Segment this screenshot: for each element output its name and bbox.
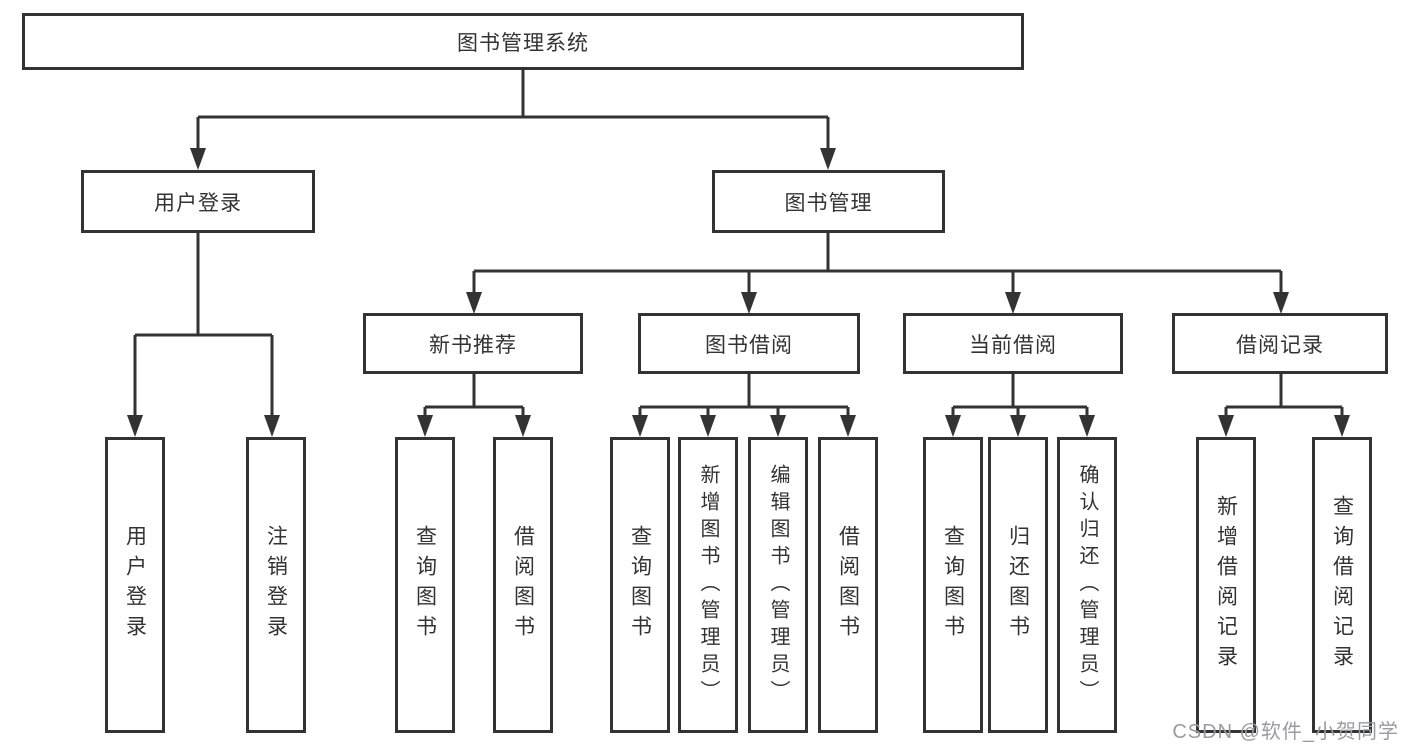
node-book-management: 图书管理 (712, 170, 945, 233)
connector-root-to-level2 (190, 70, 836, 170)
connector-records-to-children (1218, 374, 1350, 437)
node-leaf-borrow-query-book: 查询图书 (610, 437, 670, 733)
connector-bookmgmt-to-level3 (466, 233, 1289, 314)
node-current-borrowing: 当前借阅 (903, 313, 1123, 374)
node-leaf-borrow-query-book-label: 查询图书 (628, 525, 652, 645)
node-user-login-group: 用户登录 (81, 170, 315, 233)
connector-newbook-to-children (417, 374, 531, 437)
node-book-management-label: 图书管理 (784, 191, 873, 215)
node-leaf-current-query-book: 查询图书 (923, 437, 983, 733)
node-new-book-recommend-label: 新书推荐 (429, 333, 517, 357)
node-leaf-edit-book-admin: 编辑图书（管理员） (748, 437, 808, 733)
csdn-watermark: CSDN @软件_小贺同学 (1172, 721, 1399, 743)
node-root-label: 图书管理系统 (457, 31, 589, 55)
node-leaf-newbook-borrow-book-label: 借阅图书 (511, 525, 535, 645)
node-borrow-records: 借阅记录 (1172, 313, 1388, 374)
node-user-login-group-label: 用户登录 (154, 191, 242, 215)
node-book-borrowing-label: 图书借阅 (705, 333, 793, 357)
node-root: 图书管理系统 (22, 13, 1024, 70)
node-leaf-edit-book-admin-label: 编辑图书（管理员） (767, 463, 789, 707)
node-leaf-logout-label: 注销登录 (264, 525, 288, 645)
node-leaf-newbook-borrow-book: 借阅图书 (493, 437, 553, 733)
node-leaf-user-login-label: 用户登录 (123, 525, 147, 645)
node-new-book-recommend: 新书推荐 (363, 313, 583, 374)
node-leaf-add-borrow-record-label: 新增借阅记录 (1214, 495, 1238, 675)
node-book-borrowing: 图书借阅 (638, 313, 860, 374)
node-leaf-add-borrow-record: 新增借阅记录 (1196, 437, 1256, 733)
node-current-borrowing-label: 当前借阅 (969, 333, 1057, 357)
connector-curborrow-to-children (945, 374, 1095, 437)
node-leaf-borrow-borrow-book: 借阅图书 (818, 437, 878, 733)
node-borrow-records-label: 借阅记录 (1236, 333, 1324, 357)
node-leaf-query-borrow-record: 查询借阅记录 (1312, 437, 1372, 733)
node-leaf-confirm-return-admin-label: 确认归还（管理员） (1076, 463, 1098, 707)
node-leaf-logout: 注销登录 (246, 437, 306, 733)
node-leaf-confirm-return-admin: 确认归还（管理员） (1057, 437, 1117, 733)
node-leaf-return-book-label: 归还图书 (1006, 525, 1030, 645)
node-leaf-newbook-query-book-label: 查询图书 (413, 525, 437, 645)
node-leaf-borrow-borrow-book-label: 借阅图书 (836, 525, 860, 645)
connector-bookborrow-to-children (632, 374, 856, 437)
node-leaf-return-book: 归还图书 (988, 437, 1048, 733)
node-leaf-user-login: 用户登录 (105, 437, 165, 733)
node-leaf-add-book-admin: 新增图书（管理员） (678, 437, 738, 733)
node-leaf-query-borrow-record-label: 查询借阅记录 (1330, 495, 1354, 675)
node-leaf-current-query-book-label: 查询图书 (941, 525, 965, 645)
connector-login-to-children (127, 233, 280, 437)
node-leaf-newbook-query-book: 查询图书 (395, 437, 455, 733)
node-leaf-add-book-admin-label: 新增图书（管理员） (697, 463, 719, 707)
